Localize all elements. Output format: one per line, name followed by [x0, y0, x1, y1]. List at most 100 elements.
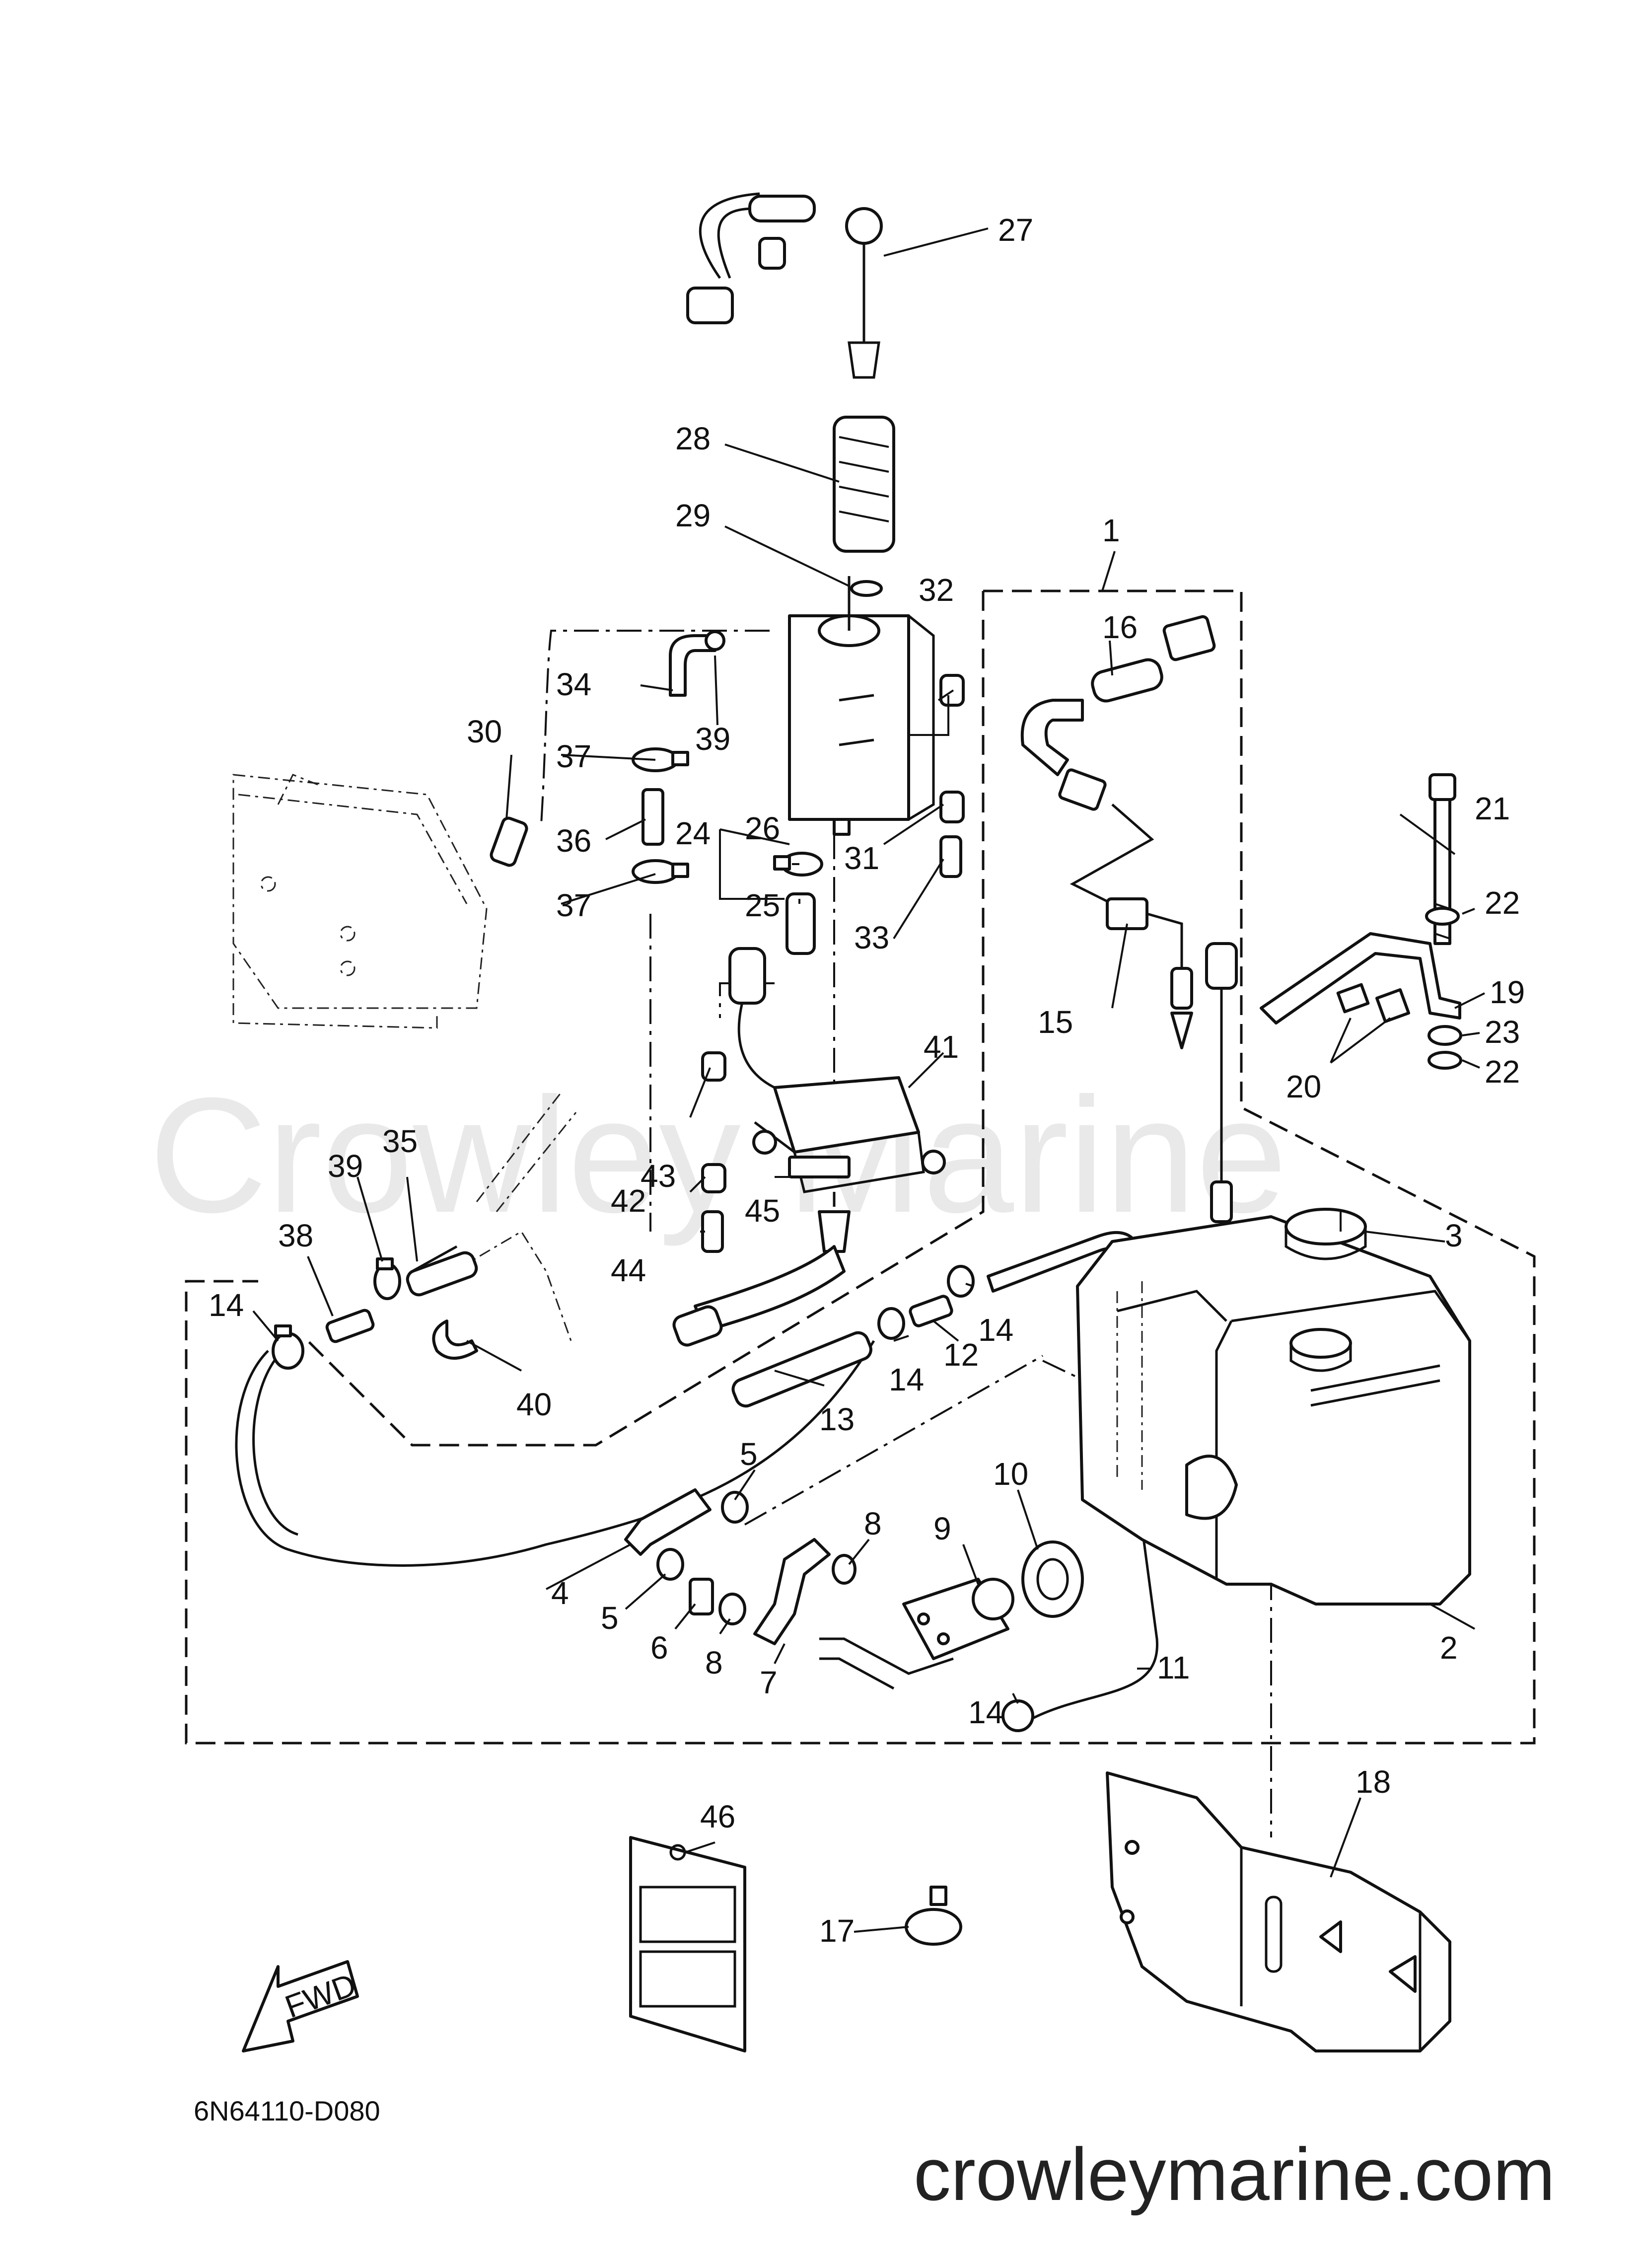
callout-8-upper: 8: [864, 1506, 882, 1541]
oil-hose-long-inner: [252, 1355, 298, 1536]
part-23-nut: [1428, 1025, 1462, 1046]
part-14-clamp-mid: [877, 1307, 905, 1340]
callout-38: 38: [278, 1218, 313, 1253]
part-35-hose: [406, 1251, 478, 1297]
oil-hose-long: [235, 1340, 875, 1567]
part-41-module: [672, 947, 946, 1347]
callout-43: 43: [641, 1158, 676, 1194]
callout-22-upper: 22: [1485, 885, 1520, 921]
part-44-bolt: [701, 1210, 724, 1253]
part-33-bolt: [939, 835, 962, 878]
callout-37-upper: 37: [556, 738, 591, 774]
callout-31: 31: [844, 840, 879, 876]
callout-42: 42: [611, 1183, 646, 1219]
part-2-filler-neck: [1289, 1328, 1352, 1372]
part-13-hose: [731, 1331, 872, 1408]
part-30-hose: [490, 816, 528, 867]
callout-16: 16: [1102, 609, 1138, 645]
callout-22-lower: 22: [1485, 1054, 1520, 1090]
part-29-washer: [850, 580, 883, 597]
callout-36: 36: [556, 823, 591, 859]
part-7-hose: [753, 1538, 831, 1645]
routing-line-1: [540, 630, 770, 825]
part-25-hose: [785, 892, 816, 955]
part-10-nut: [1021, 1540, 1084, 1618]
part-31-grommet: [939, 791, 965, 823]
callout-40: 40: [516, 1387, 552, 1422]
callout-27: 27: [998, 212, 1033, 248]
part-14-clamp-left: [272, 1324, 304, 1370]
callout-32: 32: [919, 572, 954, 608]
part-19-band: [1260, 932, 1461, 1024]
callout-9: 9: [933, 1511, 951, 1546]
callout-24: 24: [675, 815, 711, 851]
diagram-code: 6N64110-D080: [194, 2095, 380, 2126]
callout-5-upper: 5: [740, 1436, 758, 1472]
callout-14-right: 14: [978, 1312, 1013, 1348]
engine-cowling-phantom: [232, 774, 577, 1341]
leader-lines: [252, 227, 1485, 1933]
callout-7: 7: [760, 1665, 778, 1700]
part-22-washer-upper: [1425, 907, 1460, 926]
callout-labels: 1 2 3 4 5 5 6 7 8 8 9 10 11 12 13 14 14 …: [209, 212, 1525, 1949]
part-46-label-set: [629, 1836, 746, 2052]
callout-5-lower: 5: [601, 1600, 619, 1636]
part-39-clamp-lower: [373, 1257, 401, 1300]
part-17-clamp: [905, 1886, 962, 1946]
callout-20: 20: [1286, 1069, 1321, 1104]
callout-12: 12: [943, 1337, 979, 1373]
website-link[interactable]: crowleymarine.com: [914, 2132, 1555, 2216]
part-39-clamp-upper: [705, 630, 725, 651]
callout-25: 25: [745, 887, 780, 923]
part-9-oil-pump: [819, 1578, 1014, 1690]
part-36-joint: [642, 788, 664, 846]
part-22-washer-lower: [1428, 1051, 1462, 1070]
callout-45: 45: [745, 1193, 780, 1229]
callout-41: 41: [924, 1029, 959, 1065]
callout-46: 46: [700, 1799, 735, 1834]
part-18-bracket: [1106, 1771, 1451, 2052]
part-12-joint: [909, 1295, 953, 1327]
callout-1: 1: [1102, 512, 1120, 548]
part-24-sub-oil-tank: [788, 576, 935, 836]
assembly-24-boundary: [307, 591, 985, 1447]
part-16-harness: [1020, 615, 1216, 910]
callout-11: 11: [1157, 1650, 1190, 1685]
part-14-clamp-bottom: [1001, 1699, 1034, 1732]
part-38-joint: [325, 1309, 375, 1343]
callout-6: 6: [650, 1630, 668, 1666]
callout-26: 26: [745, 810, 780, 846]
callout-18: 18: [1356, 1764, 1391, 1800]
callout-14-bottom: 14: [968, 1694, 1003, 1730]
part-4-hose: [624, 1488, 712, 1556]
callout-17: 17: [819, 1913, 855, 1949]
part-6-joint: [689, 1578, 714, 1615]
part-2-oil-tank: [1076, 1215, 1471, 1606]
callout-37-lower: 37: [556, 887, 591, 923]
part-5-clamp-upper: [721, 1491, 749, 1524]
callout-14-left: 14: [209, 1287, 244, 1323]
callout-4: 4: [551, 1575, 569, 1611]
callout-21: 21: [1475, 791, 1510, 826]
part-5-clamp-lower: [656, 1548, 684, 1581]
callout-35: 35: [382, 1123, 418, 1159]
callout-19: 19: [1490, 974, 1525, 1010]
part-8-clamp-lower: [718, 1593, 746, 1625]
part-26-clamp: [773, 852, 823, 877]
callout-28: 28: [675, 421, 711, 456]
callout-10: 10: [993, 1456, 1028, 1492]
callout-34: 34: [556, 666, 591, 702]
callout-23: 23: [1485, 1014, 1520, 1050]
part-42-grommet: [701, 1163, 726, 1193]
part-27-oil-level-sensor: [686, 192, 883, 379]
callout-39-upper: 39: [695, 721, 730, 757]
callout-8-lower: 8: [705, 1645, 723, 1681]
callout-14-mid: 14: [889, 1362, 924, 1397]
routing-line-6: [744, 1355, 1043, 1526]
callout-44: 44: [611, 1252, 646, 1288]
callout-13: 13: [819, 1401, 855, 1437]
callout-33: 33: [854, 920, 889, 955]
part-28-strainer: [833, 416, 895, 553]
callout-3: 3: [1445, 1218, 1463, 1253]
